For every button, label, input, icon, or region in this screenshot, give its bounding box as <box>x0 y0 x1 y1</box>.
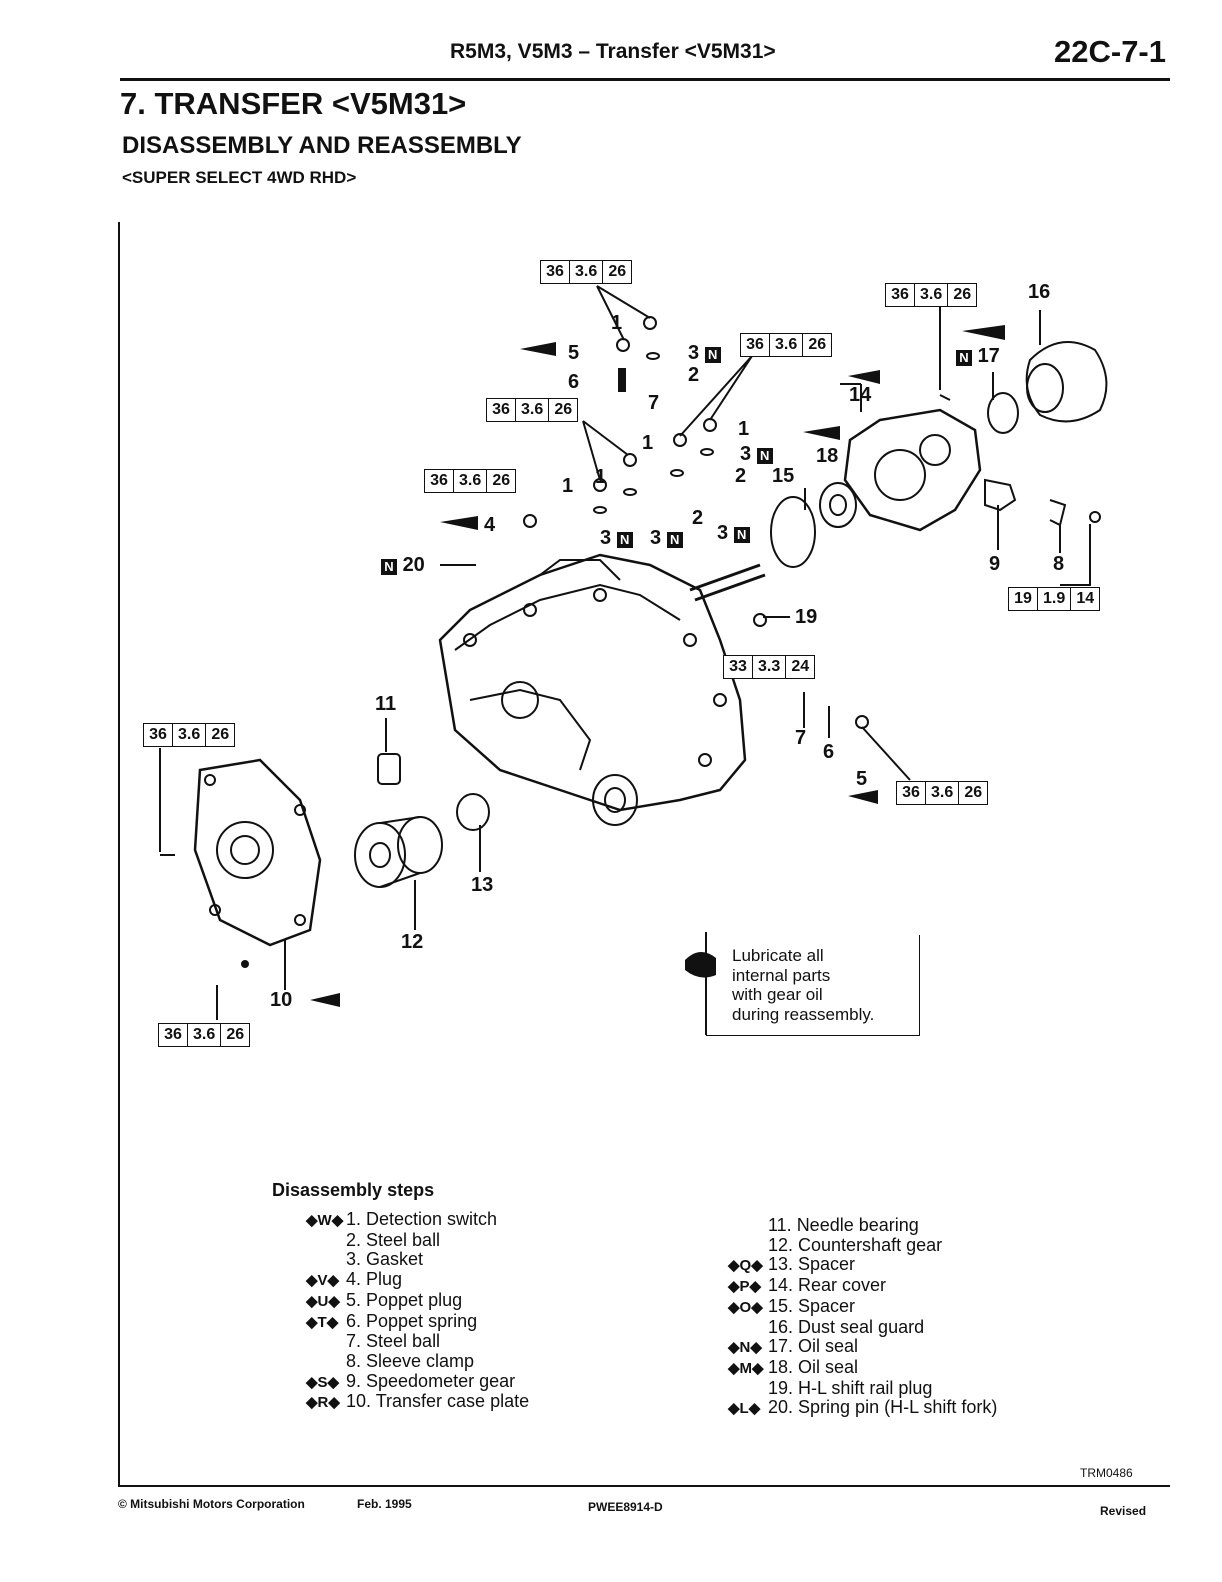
list-item: ◆U◆5. Poppet plug <box>306 1289 463 1310</box>
list-item: ◆W◆1. Detection switch <box>306 1209 498 1229</box>
frame-bottom-rule <box>118 1485 1170 1487</box>
list-item: ◆S◆9. Speedometer gear <box>306 1370 516 1391</box>
callout-3d: 3 N <box>650 527 683 550</box>
disassembly-title: Disassembly steps <box>272 1180 435 1200</box>
callout-9: 9 <box>989 553 1001 575</box>
list-item: 3. Gasket <box>346 1249 424 1270</box>
list-item: 11. Needle bearing <box>768 1215 919 1235</box>
lube-note: Lubricate all internal parts with gear o… <box>732 946 875 1024</box>
list-item: 8. Sleeve clamp <box>346 1350 475 1371</box>
list-item: 7. Steel ball <box>346 1331 441 1352</box>
callout-15: 15 <box>772 465 795 487</box>
figure-code: TRM0486 <box>1080 1466 1133 1480</box>
badge-n: N <box>956 350 972 366</box>
callout-18: 18 <box>816 445 839 467</box>
header-rule <box>120 78 1170 81</box>
callout-3c: 3 N <box>600 527 633 550</box>
list-item: ◆Q◆13. Spacer <box>728 1254 856 1275</box>
steps-left-list: ◆W◆1. Detection switch 2. Steel ball 3. … <box>306 1209 530 1413</box>
callout-14: 14 <box>849 384 872 406</box>
callout-3b: 3 N <box>740 443 773 466</box>
callout-13: 13 <box>471 874 494 896</box>
callout-1c: 1 <box>642 432 654 454</box>
badge-n: N <box>733 527 750 543</box>
list-item: ◆M◆18. Oil seal <box>728 1356 859 1377</box>
callout-11: 11 <box>375 693 397 715</box>
section-title: 7. TRANSFER <V5M31> <box>120 86 467 121</box>
frame-left-rule <box>118 222 120 1487</box>
list-item: ◆V◆4. Plug <box>306 1269 403 1290</box>
list-item: 16. Dust seal guard <box>768 1316 925 1337</box>
list-item: 2. Steel ball <box>346 1229 441 1250</box>
list-item: ◆N◆17. Oil seal <box>728 1336 859 1357</box>
callout-19: 19 <box>795 606 818 628</box>
section-variant: <SUPER SELECT 4WD RHD> <box>122 168 357 187</box>
callout-5a: 5 <box>568 342 580 364</box>
list-item: ◆P◆14. Rear cover <box>728 1275 887 1296</box>
callout-17: N 17 <box>956 345 1000 368</box>
list-item: ◆T◆6. Poppet spring <box>306 1310 478 1331</box>
callout-6a: 6 <box>568 371 580 393</box>
badge-n: N <box>704 347 721 363</box>
badge-n: N <box>666 532 683 548</box>
callout-10: 10 <box>270 989 293 1011</box>
callout-20: N 20 <box>381 554 425 577</box>
lube-note-box <box>706 935 920 1036</box>
callout-7a: 7 <box>648 392 660 414</box>
callout-7b: 7 <box>795 727 807 749</box>
callout-1a: 1 <box>611 312 623 334</box>
badge-n: N <box>616 532 633 548</box>
callout-2b: 2 <box>735 465 747 487</box>
callout-2c: 2 <box>692 507 704 529</box>
callout-1e: 1 <box>562 475 574 497</box>
callout-16: 16 <box>1028 281 1051 303</box>
callout-6b: 6 <box>823 741 835 763</box>
footer-date: Feb. 1995 <box>357 1497 412 1511</box>
list-item: 19. H-L shift rail plug <box>768 1377 933 1398</box>
callout-3e: 3 N <box>717 522 750 545</box>
footer-copyright: © Mitsubishi Motors Corporation <box>118 1497 305 1511</box>
callout-12: 12 <box>401 931 424 953</box>
footer-doc-code: PWEE8914-D <box>588 1500 663 1514</box>
steps-right-list: 11. Needle bearing 12. Countershaft gear… <box>728 1215 998 1419</box>
callout-3a: 3 N <box>688 342 721 365</box>
list-item: ◆R◆10. Transfer case plate <box>306 1391 530 1412</box>
callout-5b: 5 <box>856 768 868 790</box>
callout-1b: 1 <box>738 418 750 440</box>
list-item: ◆L◆20. Spring pin (H-L shift fork) <box>728 1397 998 1418</box>
callout-2a: 2 <box>688 364 700 386</box>
callout-1d: 1 <box>595 466 607 488</box>
header-title: R5M3, V5M3 – Transfer <V5M31> <box>450 40 776 63</box>
list-item: ◆O◆15. Spacer <box>728 1295 856 1316</box>
badge-n: N <box>756 448 773 464</box>
footer-status: Revised <box>1100 1504 1147 1518</box>
list-item: 12. Countershaft gear <box>768 1234 943 1255</box>
badge-n: N <box>381 559 397 575</box>
callout-4: 4 <box>484 514 496 536</box>
callout-8: 8 <box>1053 553 1065 575</box>
section-subtitle: DISASSEMBLY AND REASSEMBLY <box>122 132 522 159</box>
page-number: 22C-7-1 <box>1054 34 1166 69</box>
